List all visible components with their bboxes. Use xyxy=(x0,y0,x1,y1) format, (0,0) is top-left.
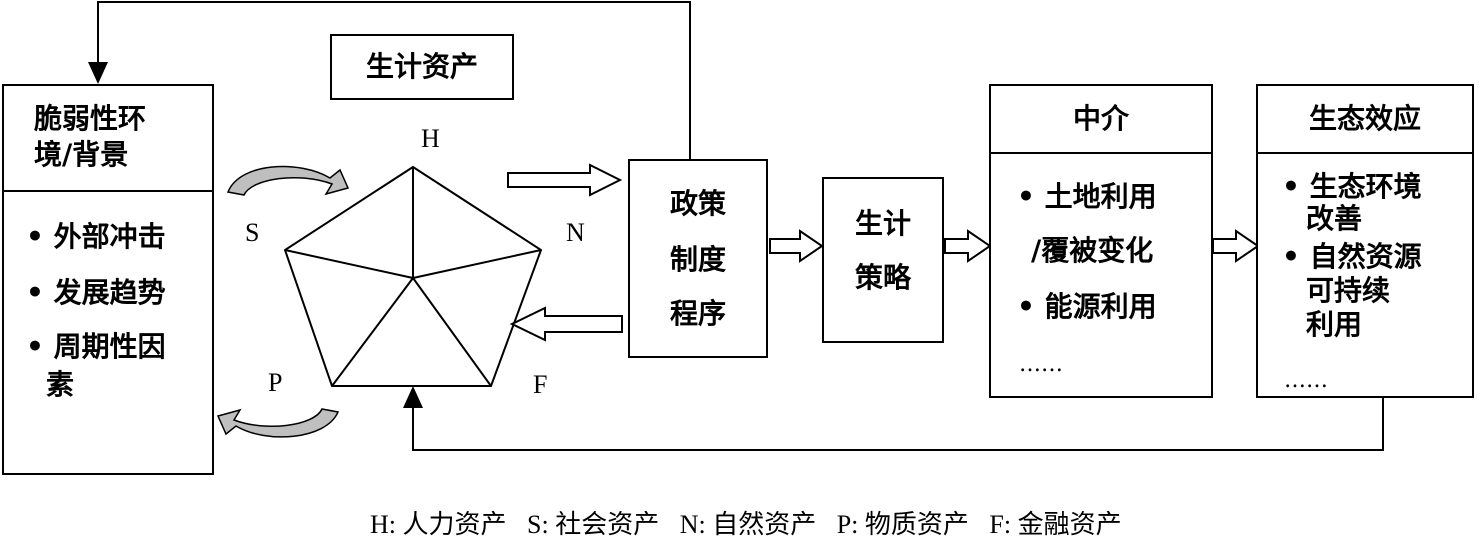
label-f: F xyxy=(533,370,548,399)
livelihood-assets-title-box: 生计资产 xyxy=(330,34,514,100)
eco-effect-divider xyxy=(1258,152,1472,154)
eco-effect-box: 生态效应 生态环境 改善 自然资源 可持续 利用 …… xyxy=(1256,84,1474,398)
legend-s: S: 社会资产 xyxy=(527,510,660,539)
assets-pentagon xyxy=(283,165,543,387)
policy-box: 政策 制度 程序 xyxy=(628,159,768,358)
curved-arrow-s xyxy=(226,165,350,196)
mediator-divider xyxy=(991,152,1211,154)
strategy-line1: 生计 xyxy=(854,207,911,240)
mediator-box: 中介 土地利用 /覆被变化 能源利用 …… xyxy=(989,84,1213,398)
label-h: H xyxy=(421,124,440,153)
vulnerability-context-box: 脆弱性环 境/背景 外部冲击 发展趋势 周期性因 素 xyxy=(2,84,214,475)
feedback-line-top xyxy=(97,1,691,160)
vulnerability-header-line1: 脆弱性环 xyxy=(34,102,147,135)
eco-item-environment-cont: 改善 xyxy=(1306,202,1363,235)
eco-item-ellipsis: …… xyxy=(1284,368,1328,393)
label-n: N xyxy=(566,218,585,247)
legend-h: H: 人力资产 xyxy=(370,510,507,539)
policy-line3: 程序 xyxy=(669,297,726,330)
label-p: P xyxy=(268,368,283,397)
vulnerability-item-seasonality-cont: 素 xyxy=(46,368,75,401)
arrow-mediator-to-eco xyxy=(1212,229,1260,263)
vulnerability-header-line2: 境/背景 xyxy=(34,138,129,171)
eco-item-environment: 生态环境 xyxy=(1282,170,1422,204)
strategy-box: 生计 策略 xyxy=(822,177,944,343)
legend-p: P: 物质资产 xyxy=(836,510,969,539)
eco-item-resources: 自然资源 xyxy=(1282,240,1422,274)
eco-effect-header: 生态效应 xyxy=(1308,102,1421,135)
feedback-arrowhead-top xyxy=(88,62,108,84)
mediator-item-landuse-cont: /覆被变化 xyxy=(1031,234,1154,267)
label-s: S xyxy=(245,218,260,247)
policy-line1: 政策 xyxy=(669,187,726,220)
arrow-strategy-to-mediator xyxy=(944,229,992,263)
feedback-line-bottom xyxy=(412,392,1384,451)
legend-f: F: 金融资产 xyxy=(989,510,1122,539)
feedback-arrowhead-bottom xyxy=(403,386,423,408)
eco-item-resources-cont1: 可持续 xyxy=(1306,274,1391,307)
vulnerability-item-seasonality: 周期性因 xyxy=(26,330,166,364)
mediator-item-landuse: 土地利用 xyxy=(1017,180,1157,214)
curved-arrow-p xyxy=(216,408,340,438)
mediator-item-ellipsis: …… xyxy=(1019,352,1063,377)
arrow-policy-to-strategy xyxy=(769,229,824,263)
arrow-pentagon-to-policy xyxy=(507,163,623,197)
arrow-policy-to-pentagon xyxy=(509,306,623,342)
vulnerability-item-trends: 发展趋势 xyxy=(26,276,166,310)
mediator-item-energy: 能源利用 xyxy=(1017,290,1157,324)
vulnerability-divider xyxy=(4,190,212,192)
legend-n: N: 自然资产 xyxy=(679,510,817,539)
vulnerability-item-shocks: 外部冲击 xyxy=(26,220,166,254)
eco-item-resources-cont2: 利用 xyxy=(1306,308,1363,341)
legend: H: 人力资产 S: 社会资产 N: 自然资产 P: 物质资产 F: 金融资产 xyxy=(370,504,1136,541)
livelihood-assets-title: 生计资产 xyxy=(365,50,478,83)
mediator-header: 中介 xyxy=(1072,102,1129,135)
strategy-line2: 策略 xyxy=(854,261,911,294)
policy-line2: 制度 xyxy=(669,243,726,276)
